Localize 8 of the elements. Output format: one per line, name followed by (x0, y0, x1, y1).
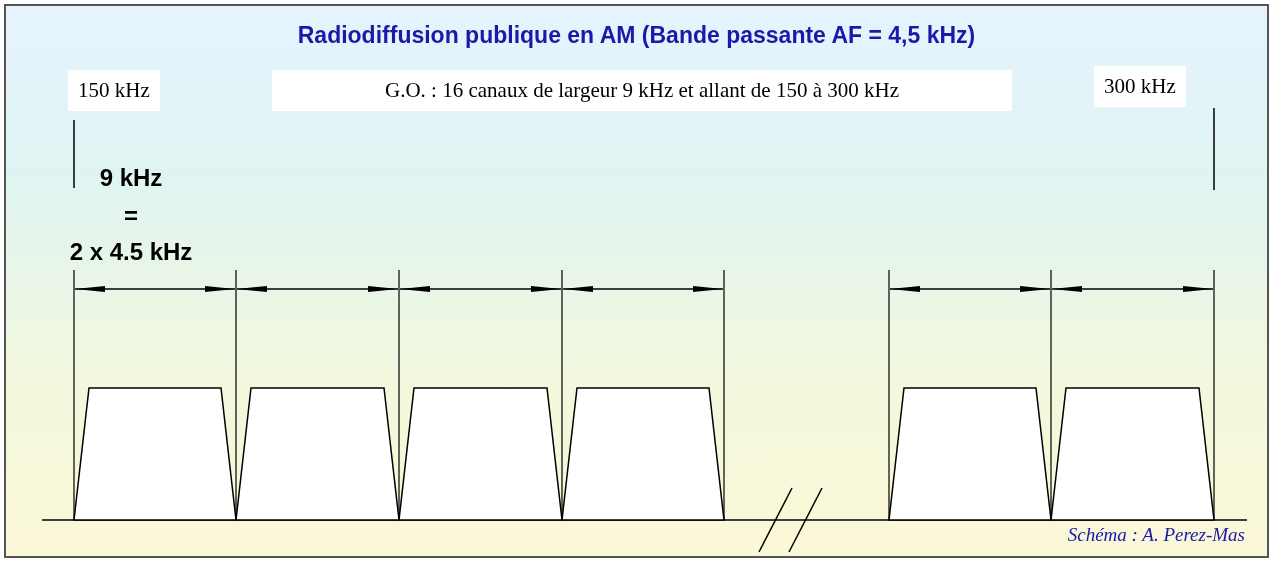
equals-sign: = (123, 202, 139, 230)
description-label: G.O. : 16 canaux de largeur 9 kHz et allant de 150 à 300 kHz (272, 70, 1012, 111)
author-caption: Schéma : A. Perez-Mas (1067, 524, 1245, 546)
frequency-label: 300 kHz (1094, 66, 1186, 107)
frequency-label: 150 kHz (68, 70, 160, 111)
bandwidth-label: 9 kHz (98, 164, 164, 192)
bandwidth-label: 2 x 4.5 kHz (68, 238, 194, 266)
title-text: Radiodiffusion publique en AM (Bande passante AF = 4,5 kHz) (296, 22, 977, 49)
